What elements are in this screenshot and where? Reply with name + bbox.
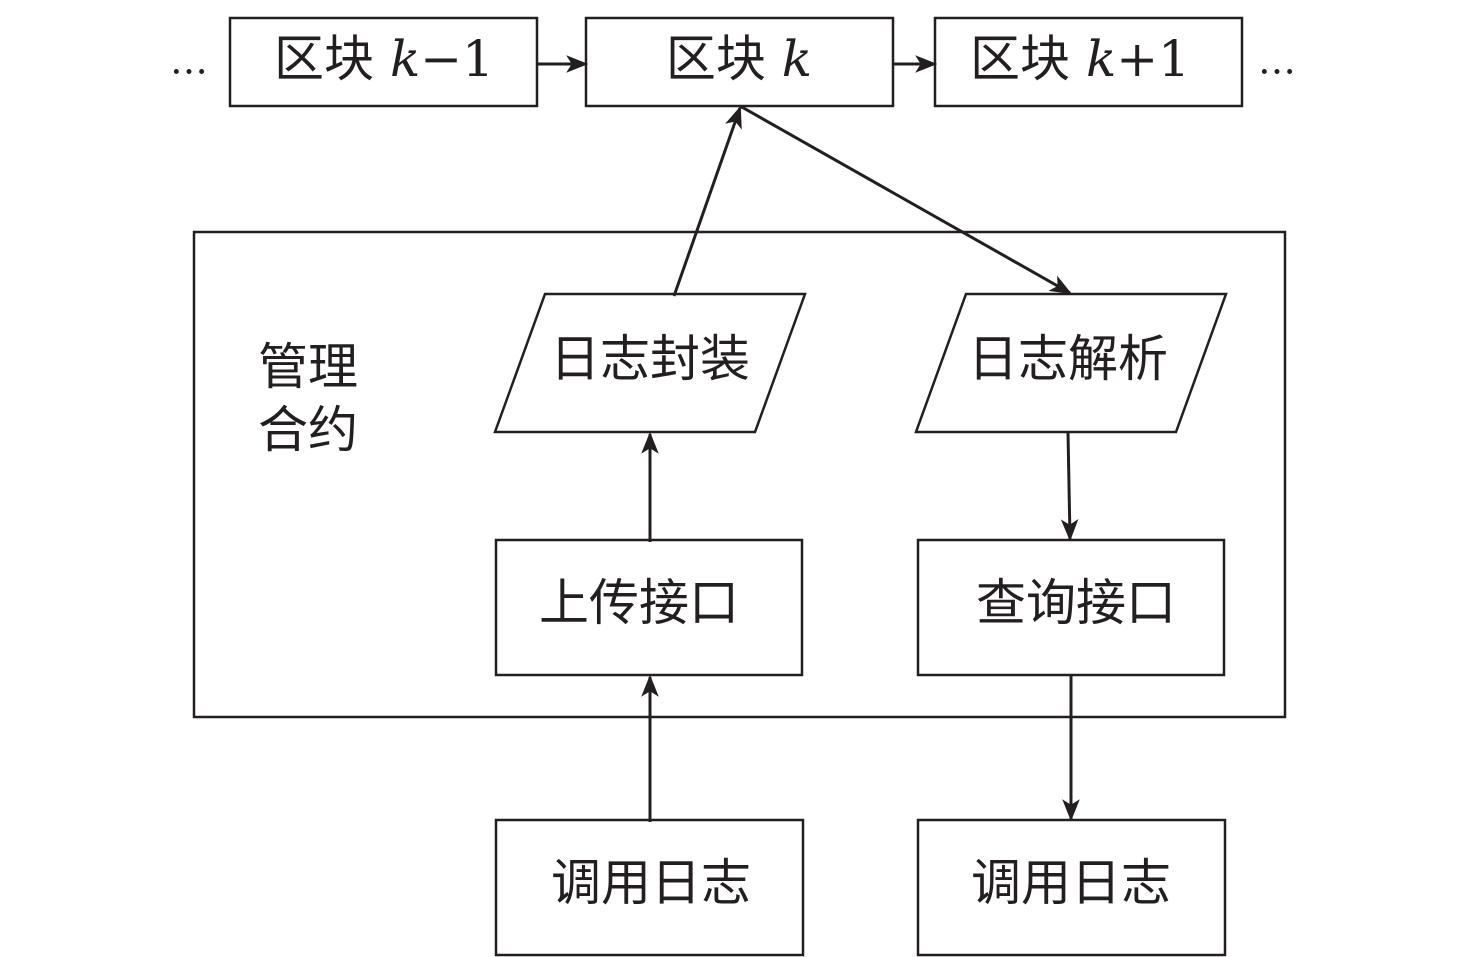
management-contract-container xyxy=(192,230,1287,719)
log-parsing-node: 日志解析 xyxy=(914,292,1228,434)
upload-interface-label: 上传接口 xyxy=(539,574,739,632)
block-prev-label: 区块 k−1 xyxy=(274,30,494,88)
contract-label-line2: 合约 xyxy=(258,401,358,459)
block-prev-prefix: 区块 xyxy=(274,30,390,88)
arrow-parsing-to-query xyxy=(1060,431,1079,542)
block-next-suffix: +1 xyxy=(1116,30,1190,88)
call-log-output-box xyxy=(916,818,1227,957)
upload-interface-box xyxy=(494,538,804,677)
ellipsis-right: … xyxy=(1258,39,1296,83)
block-current-var: k xyxy=(782,30,812,88)
call-log-output-label: 调用日志 xyxy=(971,854,1171,912)
query-interface-node: 查询接口 xyxy=(916,538,1226,677)
block-current: 区块 k xyxy=(584,16,895,108)
block-current-prefix: 区块 xyxy=(666,30,782,88)
block-next-prefix: 区块 xyxy=(970,30,1086,88)
arrow-packaging-to-block xyxy=(672,105,742,297)
block-current-box xyxy=(584,16,895,108)
block-next-var: k xyxy=(1086,30,1116,88)
query-interface-label: 查询接口 xyxy=(976,574,1176,632)
log-packaging-node: 日志封装 xyxy=(493,292,807,434)
block-prev-suffix: −1 xyxy=(420,30,494,88)
log-parsing-label: 日志解析 xyxy=(968,330,1168,388)
block-next-box xyxy=(933,16,1244,108)
call-log-output-node: 调用日志 xyxy=(916,818,1227,957)
log-parsing-shape xyxy=(914,292,1228,434)
log-packaging-label: 日志封装 xyxy=(550,330,750,388)
ellipsis-left: … xyxy=(170,39,208,83)
block-prev: 区块 k−1 xyxy=(228,16,539,108)
block-prev-var: k xyxy=(390,30,420,88)
log-packaging-shape xyxy=(493,292,807,434)
call-log-input-label: 调用日志 xyxy=(551,854,751,912)
block-next-label: 区块 k+1 xyxy=(970,30,1190,88)
block-current-label: 区块 k xyxy=(666,30,812,88)
arrow-block-to-parsing xyxy=(739,104,1072,295)
block-next: 区块 k+1 xyxy=(933,16,1244,108)
block-prev-box xyxy=(228,16,539,108)
contract-label-line1: 管理 xyxy=(258,338,358,396)
upload-interface-node: 上传接口 xyxy=(494,538,804,677)
call-log-input-node: 调用日志 xyxy=(494,818,805,957)
call-log-input-box xyxy=(494,818,805,957)
